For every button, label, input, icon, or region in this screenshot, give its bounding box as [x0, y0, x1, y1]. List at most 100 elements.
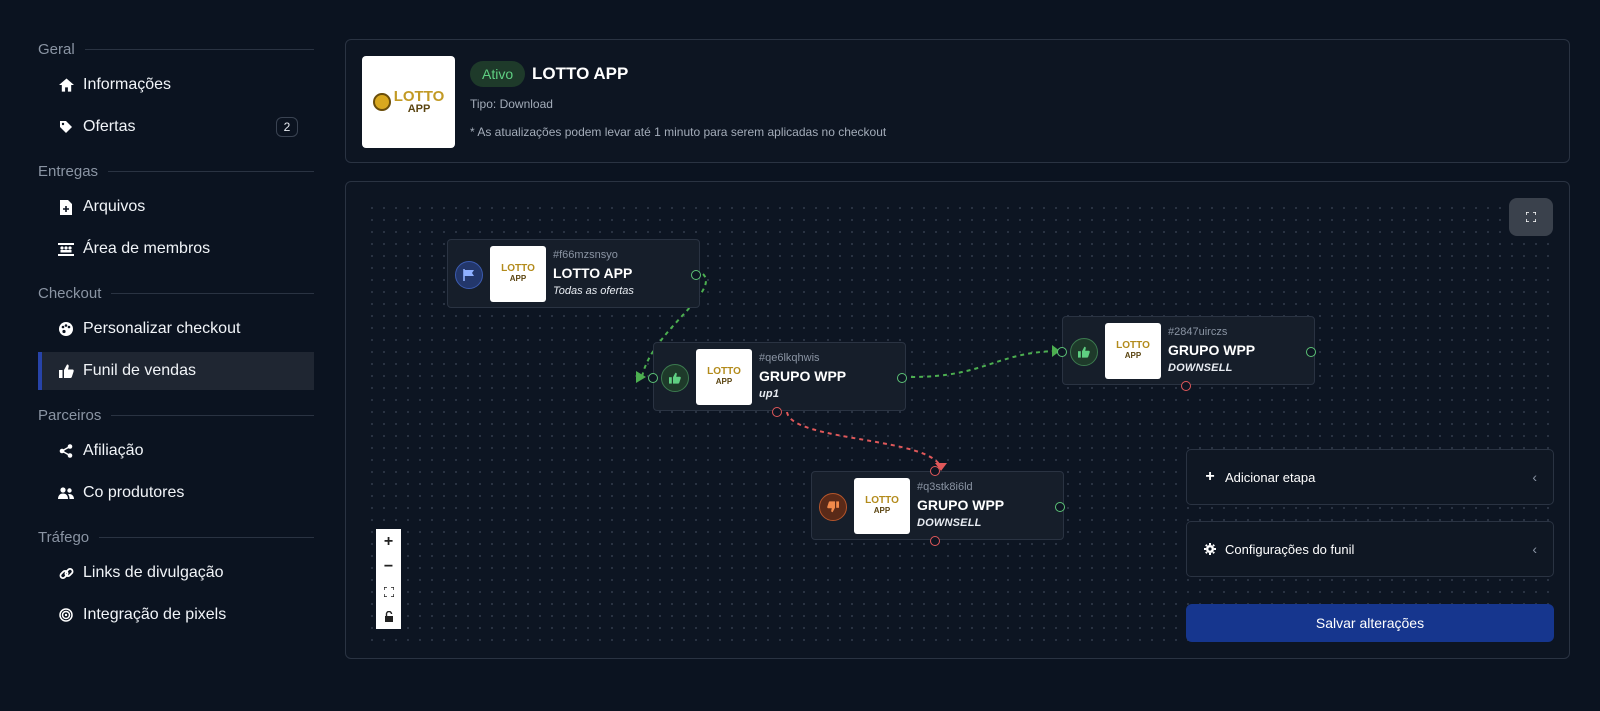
status-badge: Ativo: [470, 61, 526, 87]
pixel-icon: [58, 607, 74, 623]
node-id: #q3stk8i6ld: [917, 481, 973, 493]
section-title: Tráfego: [38, 528, 90, 546]
fullscreen-button[interactable]: [1509, 198, 1553, 236]
coin-icon: [372, 93, 391, 111]
node-output-port[interactable]: [691, 270, 701, 280]
sidebar-item-label: Funil de vendas: [83, 362, 196, 379]
logo-text-top: LOTTO: [393, 88, 445, 105]
expand-icon: [1526, 212, 1536, 222]
section-geral: Geral: [38, 36, 314, 62]
section-title: Parceiros: [38, 406, 102, 424]
plus-icon: +: [383, 532, 394, 550]
sidebar-item-label: Área de membros: [83, 240, 211, 257]
page-title: LOTTO APP: [532, 64, 629, 83]
section-checkout: Checkout: [38, 280, 314, 306]
section-trafego: Tráfego: [38, 524, 314, 550]
sidebar-item-label: Co produtores: [83, 484, 185, 501]
node-accept-port[interactable]: [1055, 502, 1065, 512]
sidebar-item-co-produtores[interactable]: Co produtores: [38, 474, 314, 512]
count-badge: 2: [276, 117, 298, 137]
node-title: LOTTO APP: [553, 265, 633, 281]
users-icon: [58, 485, 74, 501]
thumbs-up-icon: [1070, 338, 1098, 366]
sidebar-item-afiliacao[interactable]: Afiliação: [38, 432, 314, 470]
sidebar-item-personalizar-checkout[interactable]: Personalizar checkout: [38, 310, 314, 348]
sidebar-item-label: Informações: [83, 76, 172, 93]
node-reject-port[interactable]: [930, 536, 940, 546]
sidebar-item-label: Arquivos: [83, 198, 146, 215]
chevron-left-icon: ‹: [1532, 469, 1537, 485]
save-button[interactable]: Salvar alterações: [1186, 604, 1554, 642]
file-icon: [58, 199, 74, 215]
sidebar-item-arquivos[interactable]: Arquivos: [38, 188, 314, 226]
node-subtitle: DOWNSELL: [1168, 362, 1233, 374]
node-id: #qe6lkqhwis: [759, 352, 820, 364]
fit-view-icon: [383, 586, 394, 597]
thumbs-up-icon: [58, 363, 74, 379]
sidebar: Geral Informações Ofertas 2 Entregas Arq…: [38, 36, 314, 638]
node-subtitle: up1: [759, 388, 780, 400]
gear-icon: [1203, 543, 1217, 555]
update-note: * As atualizações podem levar até 1 minu…: [470, 125, 887, 139]
product-logo: LOTTO APP: [362, 56, 455, 148]
node-title: GRUPO WPP: [917, 497, 1005, 513]
product-header: LOTTO APP Ativo LOTTO APP Tipo: Download…: [345, 39, 1570, 163]
minus-icon: −: [383, 557, 394, 575]
tag-icon: [58, 119, 74, 135]
node-input-port[interactable]: [930, 466, 940, 476]
node-id: #f66mzsnsyo: [553, 249, 618, 261]
zoom-out-button[interactable]: −: [376, 554, 401, 579]
home-icon: [58, 77, 74, 93]
link-icon: [58, 565, 74, 581]
node-reject-port[interactable]: [1181, 381, 1191, 391]
fit-view-button[interactable]: [376, 579, 401, 604]
node-accept-port[interactable]: [1306, 347, 1316, 357]
product-type: Tipo: Download: [470, 97, 553, 111]
sidebar-item-label: Afiliação: [83, 442, 144, 459]
node-subtitle: DOWNSELL: [917, 517, 982, 529]
sidebar-item-label: Ofertas: [83, 118, 136, 135]
thumbs-down-icon: [819, 493, 847, 521]
sidebar-item-ofertas[interactable]: Ofertas 2: [38, 108, 314, 146]
add-step-label: Adicionar etapa: [1225, 469, 1316, 485]
node-accept-port[interactable]: [897, 373, 907, 383]
share-icon: [58, 443, 74, 459]
section-title: Entregas: [38, 162, 99, 180]
zoom-controls: + −: [376, 529, 401, 629]
node-input-port[interactable]: [1057, 347, 1067, 357]
plus-icon: +: [1205, 468, 1215, 485]
chevron-left-icon: ‹: [1532, 541, 1537, 557]
sidebar-item-links-divulgacao[interactable]: Links de divulgação: [38, 554, 314, 592]
node-input-port[interactable]: [648, 373, 658, 383]
lock-button[interactable]: [376, 604, 401, 629]
funnel-settings-panel[interactable]: Configurações do funil ‹: [1186, 521, 1554, 577]
section-title: Geral: [38, 40, 75, 58]
lock-icon: [384, 611, 393, 622]
node-title: GRUPO WPP: [1168, 342, 1256, 358]
add-step-panel[interactable]: + Adicionar etapa ‹: [1186, 449, 1554, 505]
logo-text-bottom: APP: [407, 103, 431, 115]
sidebar-item-label: Integração de pixels: [83, 606, 227, 623]
sidebar-item-funil-vendas[interactable]: Funil de vendas: [38, 352, 314, 390]
section-entregas: Entregas: [38, 158, 314, 184]
sidebar-item-informacoes[interactable]: Informações: [38, 66, 314, 104]
flag-icon: [455, 261, 483, 289]
node-reject-port[interactable]: [772, 407, 782, 417]
sidebar-item-area-membros[interactable]: Área de membros: [38, 230, 314, 268]
section-title: Checkout: [38, 284, 102, 302]
sidebar-item-integracao-pixels[interactable]: Integração de pixels: [38, 596, 314, 634]
section-parceiros: Parceiros: [38, 402, 314, 428]
node-id: #2847uirczs: [1168, 326, 1228, 338]
node-subtitle: Todas as ofertas: [553, 285, 634, 297]
palette-icon: [58, 321, 74, 337]
zoom-in-button[interactable]: +: [376, 529, 401, 554]
